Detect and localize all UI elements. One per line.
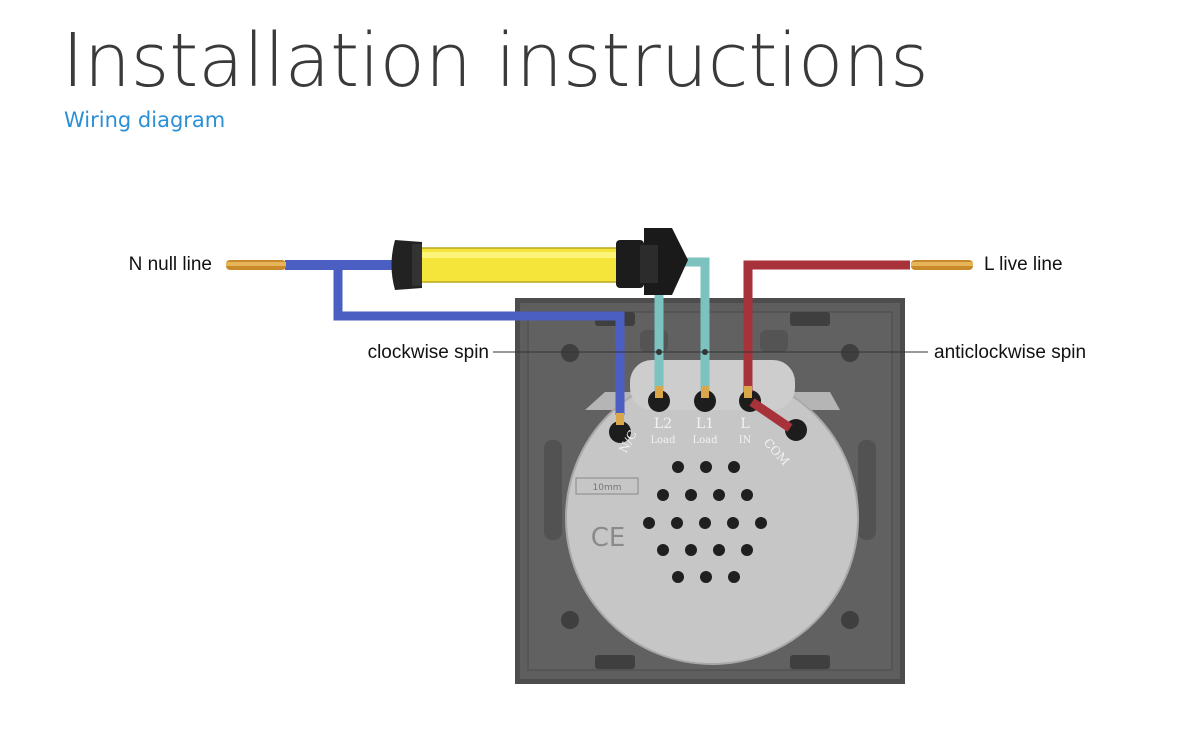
com-jumper-wire: [749, 398, 793, 432]
ce-mark: CE: [591, 523, 626, 553]
wires: [285, 257, 910, 432]
page-title: Installation instructions: [62, 18, 929, 104]
terminal-l1-label: L1: [696, 416, 714, 432]
null-line-label: N null line: [129, 254, 212, 275]
neutral-branch-wire: [333, 265, 625, 415]
clockwise-label: clockwise spin: [368, 342, 489, 363]
switch-module: 10mm CE: [565, 360, 859, 665]
terminal-l-label: L: [740, 416, 749, 432]
l1-wire: [680, 257, 710, 390]
page-subtitle: Wiring diagram: [64, 108, 226, 132]
terminal-l2-sub: Load: [650, 435, 676, 446]
terminal-l2-label: L2: [654, 416, 672, 432]
terminal-l-sub: IN: [739, 435, 752, 446]
live-line-label: L live line: [984, 254, 1063, 275]
scale-label: 10mm: [593, 483, 622, 493]
terminal-l1-sub: Load: [692, 435, 718, 446]
live-wire: [743, 260, 910, 392]
wire-ends: [226, 260, 973, 425]
tubular-motor: [391, 228, 688, 295]
anticlockwise-label: anticlockwise spin: [934, 342, 1086, 363]
